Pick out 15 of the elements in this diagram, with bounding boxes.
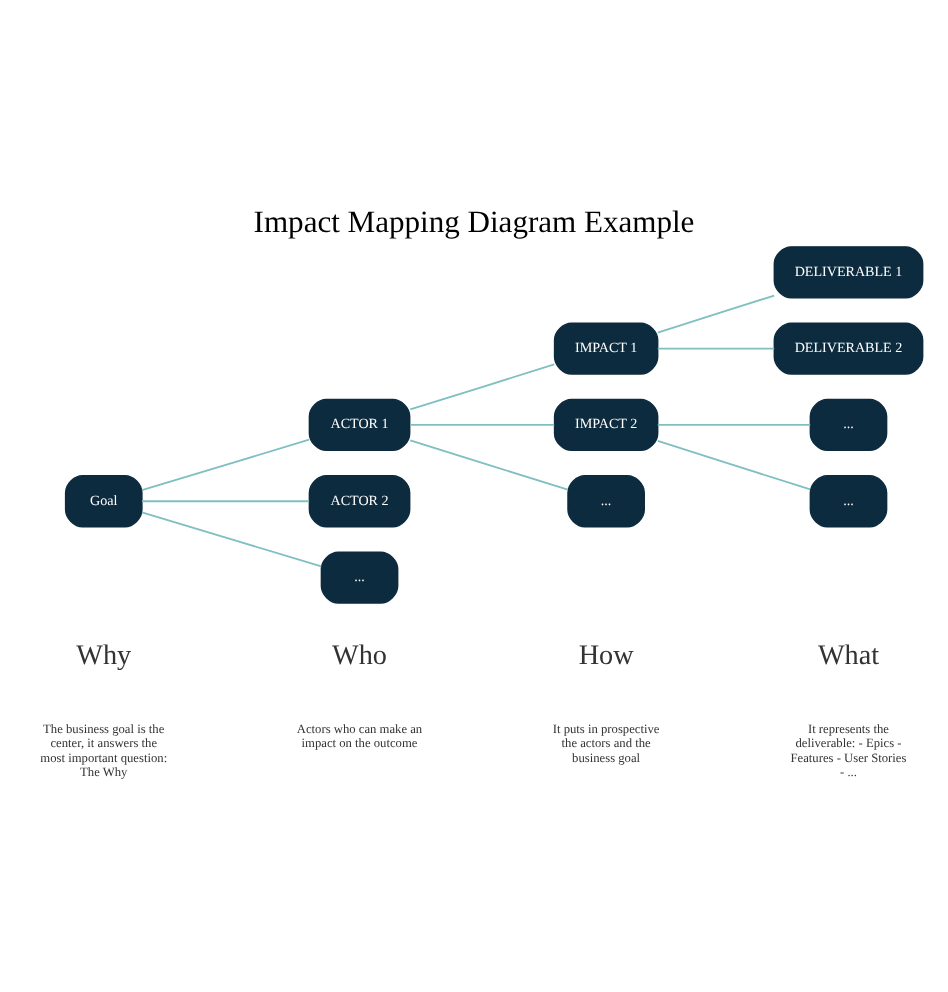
label: Who	[332, 638, 387, 671]
connector	[656, 346, 776, 349]
connector	[656, 293, 776, 333]
connector	[409, 423, 556, 425]
connector	[409, 362, 556, 410]
label: How	[578, 638, 634, 671]
connector	[656, 423, 812, 425]
diagram-title: Impact Mapping Diagram Example	[253, 205, 695, 240]
connector	[141, 437, 311, 491]
connector	[141, 510, 323, 567]
connector	[656, 439, 812, 490]
label: Why	[76, 638, 132, 671]
connector	[141, 499, 311, 502]
connector	[409, 438, 569, 490]
label: What	[817, 638, 880, 671]
